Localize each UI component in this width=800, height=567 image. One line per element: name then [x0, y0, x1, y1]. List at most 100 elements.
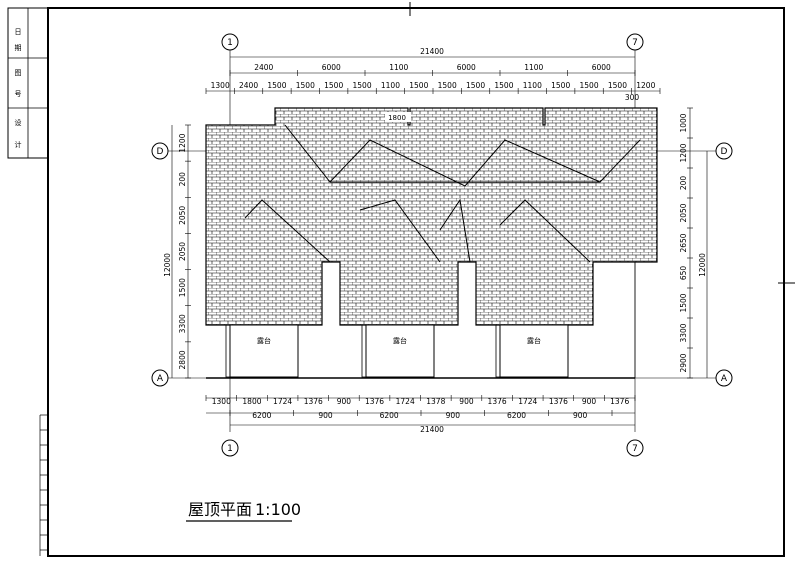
dimension-text: 1500	[353, 81, 372, 90]
dimension-text: 1300	[212, 397, 231, 406]
dimension-text: 1500	[679, 293, 688, 312]
axis-label: 7	[632, 444, 638, 454]
dimension-text: 1724	[396, 397, 415, 406]
dimension-text: 1500	[296, 81, 315, 90]
axis-bubble-A-right	[715, 369, 733, 387]
terrace-label: 露台	[393, 336, 407, 345]
dimension-text: 6200	[252, 411, 271, 420]
dimension-text: 6200	[507, 411, 526, 420]
axis-label: A	[157, 374, 164, 384]
dimension-text: 1724	[273, 397, 292, 406]
drawing-title-text: 屋顶平面	[188, 500, 252, 519]
title-block-cell: 日	[15, 28, 22, 36]
axis-bubble-A-left	[151, 369, 169, 387]
dimension-text: 3300	[178, 314, 187, 333]
dimension-text: 6000	[322, 63, 341, 72]
terrace-1	[229, 324, 299, 378]
title-block-cell: 号	[15, 90, 22, 98]
title-block-cell: 期	[15, 44, 22, 52]
terrace-3	[499, 324, 569, 378]
top-overall-dimension: 21400	[420, 47, 444, 56]
dimension-text: 900	[582, 397, 597, 406]
dimension-text: 3300	[679, 323, 688, 342]
terrace-label: 露台	[257, 336, 271, 345]
roof-label: 1800	[388, 114, 406, 122]
dimension-text: 1100	[523, 81, 542, 90]
dimension-text: 1500	[178, 278, 187, 297]
axis-label: 1	[227, 38, 233, 48]
dimension-text: 2900	[679, 353, 688, 372]
dimension-text: 900	[446, 411, 461, 420]
dimension-text: 1500	[608, 81, 627, 90]
dimension-text: 900	[573, 411, 588, 420]
dimension-text: 900	[318, 411, 333, 420]
axis-label: A	[721, 374, 728, 384]
dimension-text: 6000	[592, 63, 611, 72]
dimension-text: 12000	[163, 253, 172, 277]
dimension-text: 2050	[178, 206, 187, 225]
dimension-text: 2800	[178, 350, 187, 369]
axis-bubble-D-right	[715, 142, 733, 160]
title-block: 日 期 图 号 设 计	[7, 7, 49, 159]
terrace-label: 露台	[527, 336, 541, 345]
dimension-text: 6000	[457, 63, 476, 72]
dimension-text: 1724	[518, 397, 537, 406]
top-dimension-row-2: 2400 6000 1100 6000 1100 6000	[229, 63, 636, 76]
dimension-text: 1200	[679, 143, 688, 162]
dimension-text: 1100	[381, 81, 400, 90]
roof-ridges	[244, 124, 641, 263]
dimension-text: 1100	[524, 63, 543, 72]
axis-bubble-D-left	[151, 142, 169, 160]
dimension-text: 1500	[409, 81, 428, 90]
dimension-text: 1376	[549, 397, 568, 406]
axis-bubble-1-bottom	[221, 439, 239, 457]
dimension-text: 1800	[242, 397, 261, 406]
dimension-text: 1500	[438, 81, 457, 90]
dimension-text: 1376	[488, 397, 507, 406]
axis-label: D	[157, 147, 164, 157]
dimension-text: 6200	[380, 411, 399, 420]
dimension-text: 200	[178, 172, 187, 187]
axis-bubbles: 1 7 1 7 D D A A	[151, 33, 733, 457]
title-block-cell: 图	[15, 69, 22, 77]
dimension-text: 1376	[610, 397, 629, 406]
binding-marks	[39, 414, 48, 556]
dimension-text: 900	[459, 397, 474, 406]
sheet-frame	[47, 7, 785, 557]
dimension-text: 1500	[267, 81, 286, 90]
dimension-text: 900	[337, 397, 352, 406]
axis-label: 7	[632, 38, 638, 48]
dimension-text: 2650	[679, 233, 688, 252]
axis-label: D	[721, 147, 728, 157]
axis-bubble-7-bottom	[626, 439, 644, 457]
drawing-title: 屋顶平面 1:100	[186, 500, 301, 522]
dimension-text: 1500	[551, 81, 570, 90]
dimension-text: 300	[625, 93, 640, 102]
dimension-text: 1500	[324, 81, 343, 90]
dimension-text: 1500	[580, 81, 599, 90]
dimension-text: 12000	[698, 253, 707, 277]
dimension-text: 1200	[636, 81, 655, 90]
dimension-text: 1376	[365, 397, 384, 406]
dimension-text: 1300	[211, 81, 230, 90]
top-dimension-row-3: 1300 2400 1500 1500 1500 1500 1100 1500 1500 1500…	[205, 81, 661, 94]
dimension-text: 1000	[679, 113, 688, 132]
title-block-cell: 计	[15, 140, 22, 149]
dimension-text: 200	[679, 176, 688, 191]
dimension-text: 2400	[254, 63, 273, 72]
roof-tile-area	[205, 107, 658, 326]
axis-bubble-7-top	[626, 33, 644, 51]
axis-label: 1	[227, 444, 233, 454]
dimension-text: 1378	[426, 397, 445, 406]
dimension-text: 1376	[304, 397, 323, 406]
terrace-2	[365, 324, 435, 378]
dimension-text: 650	[679, 266, 688, 281]
roof-plan: 露台 露台 露台 1800	[205, 107, 658, 379]
dimension-text: 2400	[239, 81, 258, 90]
dimension-text: 1200	[178, 133, 187, 152]
title-block-cell: 设	[15, 118, 22, 127]
bottom-dimension-row-1: 1300 1800 1724 1376 900 1376 1724 1378 900 1376 17…	[205, 395, 636, 406]
dimension-text: 1100	[389, 63, 408, 72]
dimension-text: 1500	[466, 81, 485, 90]
